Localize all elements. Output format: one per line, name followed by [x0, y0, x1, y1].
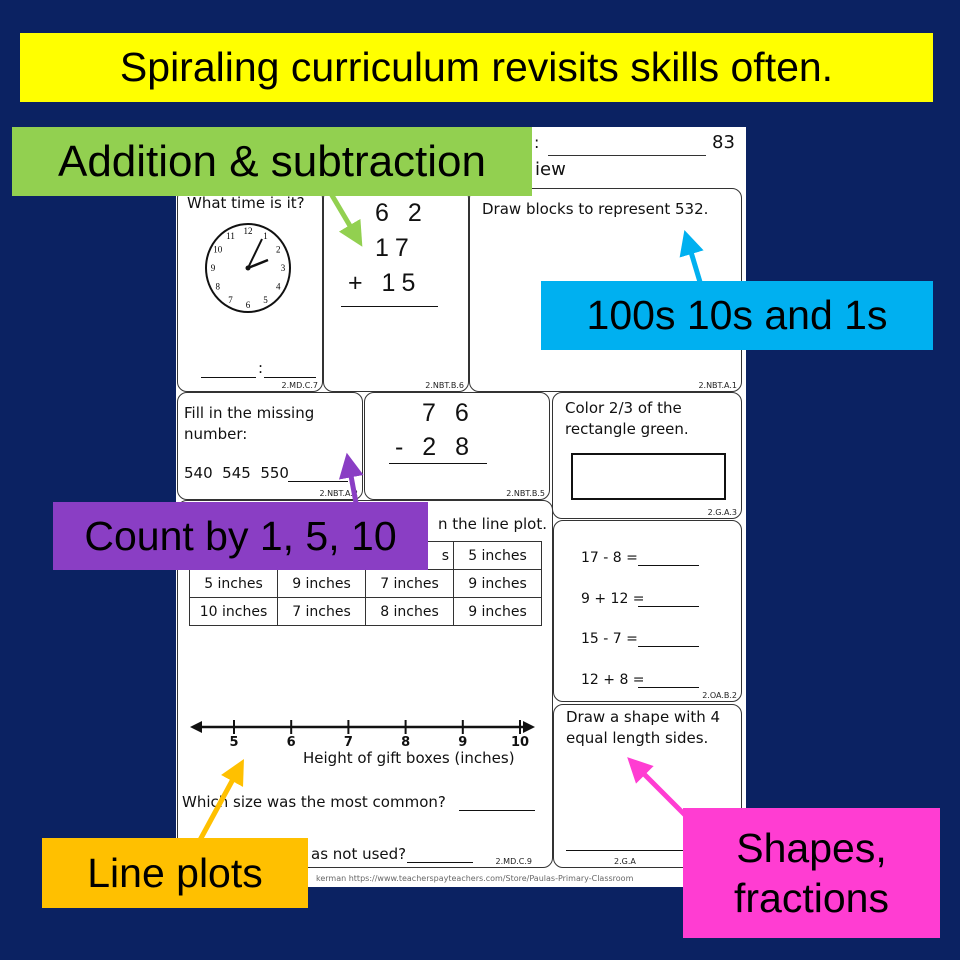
callout-shapes: Shapes, fractions	[683, 808, 940, 938]
answer-line[interactable]	[459, 810, 535, 811]
clock-prompt: What time is it?	[187, 194, 305, 212]
standard-code: 2.MD.C.9	[495, 857, 532, 866]
tick-label: 5	[229, 735, 239, 750]
callout-addition: Addition & subtraction	[12, 127, 532, 196]
tick-label: 7	[343, 735, 353, 750]
clock-number: 11	[226, 231, 235, 241]
missing-answer-line[interactable]	[288, 481, 348, 482]
axis-label: Height of gift boxes (inches)	[303, 749, 515, 767]
callout-counting: Count by 1, 5, 10	[53, 502, 428, 570]
time-separator: :	[258, 359, 264, 377]
standard-code: 2.NBT.A.1	[698, 381, 737, 390]
blocks-prompt: Draw blocks to represent 532.	[482, 200, 709, 218]
number-line	[190, 720, 535, 734]
clock-number: 10	[213, 245, 223, 255]
minuend: 7 6	[422, 399, 475, 427]
minute-answer-line[interactable]	[264, 377, 316, 378]
standard-code: 2.NBT.B.6	[425, 381, 464, 390]
arrow	[197, 759, 244, 842]
addend-1: 6 2	[375, 199, 428, 227]
table-cell: 9 inches	[453, 597, 542, 626]
tick-label: 9	[458, 735, 468, 750]
name-line	[548, 155, 706, 156]
arrow	[338, 452, 364, 504]
fraction-box: Color 2/3 of the rectangle green. 2.G.A.…	[552, 392, 742, 519]
answer-line[interactable]	[407, 862, 473, 863]
difference-line	[389, 463, 487, 464]
standard-code: 2.NBT.B.5	[506, 489, 545, 498]
callout-place-value: 100s 10s and 1s	[541, 281, 933, 350]
tick-label: 10	[510, 735, 530, 750]
line-plot-prompt: n the line plot.	[438, 515, 548, 533]
answer-line[interactable]	[638, 565, 699, 566]
facts-box: 17 - 8 = 9 + 12 = 15 - 7 = 12 + 8 = 2.OA…	[553, 520, 742, 702]
rectangle-to-color[interactable]	[571, 453, 726, 500]
missing-number-box: Fill in the missing number: 540 545 550 …	[177, 392, 363, 500]
tick-label: 8	[401, 735, 411, 750]
page-number: 83	[712, 132, 735, 153]
header-title: iew	[535, 159, 566, 180]
clock-number: 3	[281, 263, 286, 273]
arrow	[627, 757, 687, 817]
clock-number: 2	[276, 245, 281, 255]
addend-3: + 15	[348, 269, 422, 297]
equation: 15 - 7 =	[581, 631, 638, 647]
addend-2: 17	[375, 234, 415, 262]
clock-number: 9	[211, 263, 216, 273]
callout-line-plots: Line plots	[42, 838, 308, 908]
standard-code: 2.NBT.A.2	[319, 489, 358, 498]
footer-credit: kerman https://www.teacherspayteachers.c…	[316, 874, 634, 883]
question-not-used: as not used?	[311, 845, 407, 863]
standard-code: 2.G.A.3	[707, 508, 737, 517]
tick-label: 6	[286, 735, 296, 750]
arrow	[679, 230, 704, 283]
clock-number: 7	[228, 295, 233, 305]
clock-number: 1	[263, 231, 268, 241]
sum-line	[341, 306, 438, 307]
standard-code: 2.OA.B.2	[702, 691, 737, 700]
standard-code: 2.G.A	[614, 857, 636, 866]
clock-number: 5	[263, 295, 268, 305]
table-cell: 10 inches	[189, 597, 278, 626]
equation: 17 - 8 =	[581, 550, 638, 566]
question-most-common: Which size was the most common?	[182, 793, 446, 811]
shape-prompt: Draw a shape with 4 equal length sides.	[566, 708, 721, 747]
banner: Spiraling curriculum revisits skills oft…	[20, 33, 933, 102]
table-cell: 8 inches	[365, 597, 454, 626]
standard-code: 2.MD.C.7	[281, 381, 318, 390]
clock-number: 12	[244, 226, 253, 236]
header-colon: :	[534, 133, 540, 152]
table-cell: 5 inches	[453, 541, 542, 570]
clock-number: 8	[215, 282, 220, 292]
arrow	[327, 190, 363, 247]
answer-line[interactable]	[638, 687, 699, 688]
equation: 9 + 12 =	[581, 591, 645, 607]
clock-number: 4	[276, 282, 281, 292]
answer-line[interactable]	[638, 606, 699, 607]
answer-line[interactable]	[566, 850, 686, 851]
answer-line[interactable]	[638, 646, 699, 647]
table-cell: 5 inches	[189, 569, 278, 598]
number-sequence: 540 545 550	[184, 464, 289, 482]
subtraction-box: 7 6 - 2 8 2.NBT.B.5	[364, 392, 550, 500]
clock-number: 6	[246, 300, 251, 310]
subtrahend: - 2 8	[395, 433, 476, 461]
missing-prompt: Fill in the missing number:	[184, 404, 315, 443]
table-cell: 9 inches	[277, 569, 366, 598]
fraction-prompt: Color 2/3 of the rectangle green.	[565, 399, 689, 438]
equation: 12 + 8 =	[581, 672, 645, 688]
hour-answer-line[interactable]	[201, 377, 256, 378]
